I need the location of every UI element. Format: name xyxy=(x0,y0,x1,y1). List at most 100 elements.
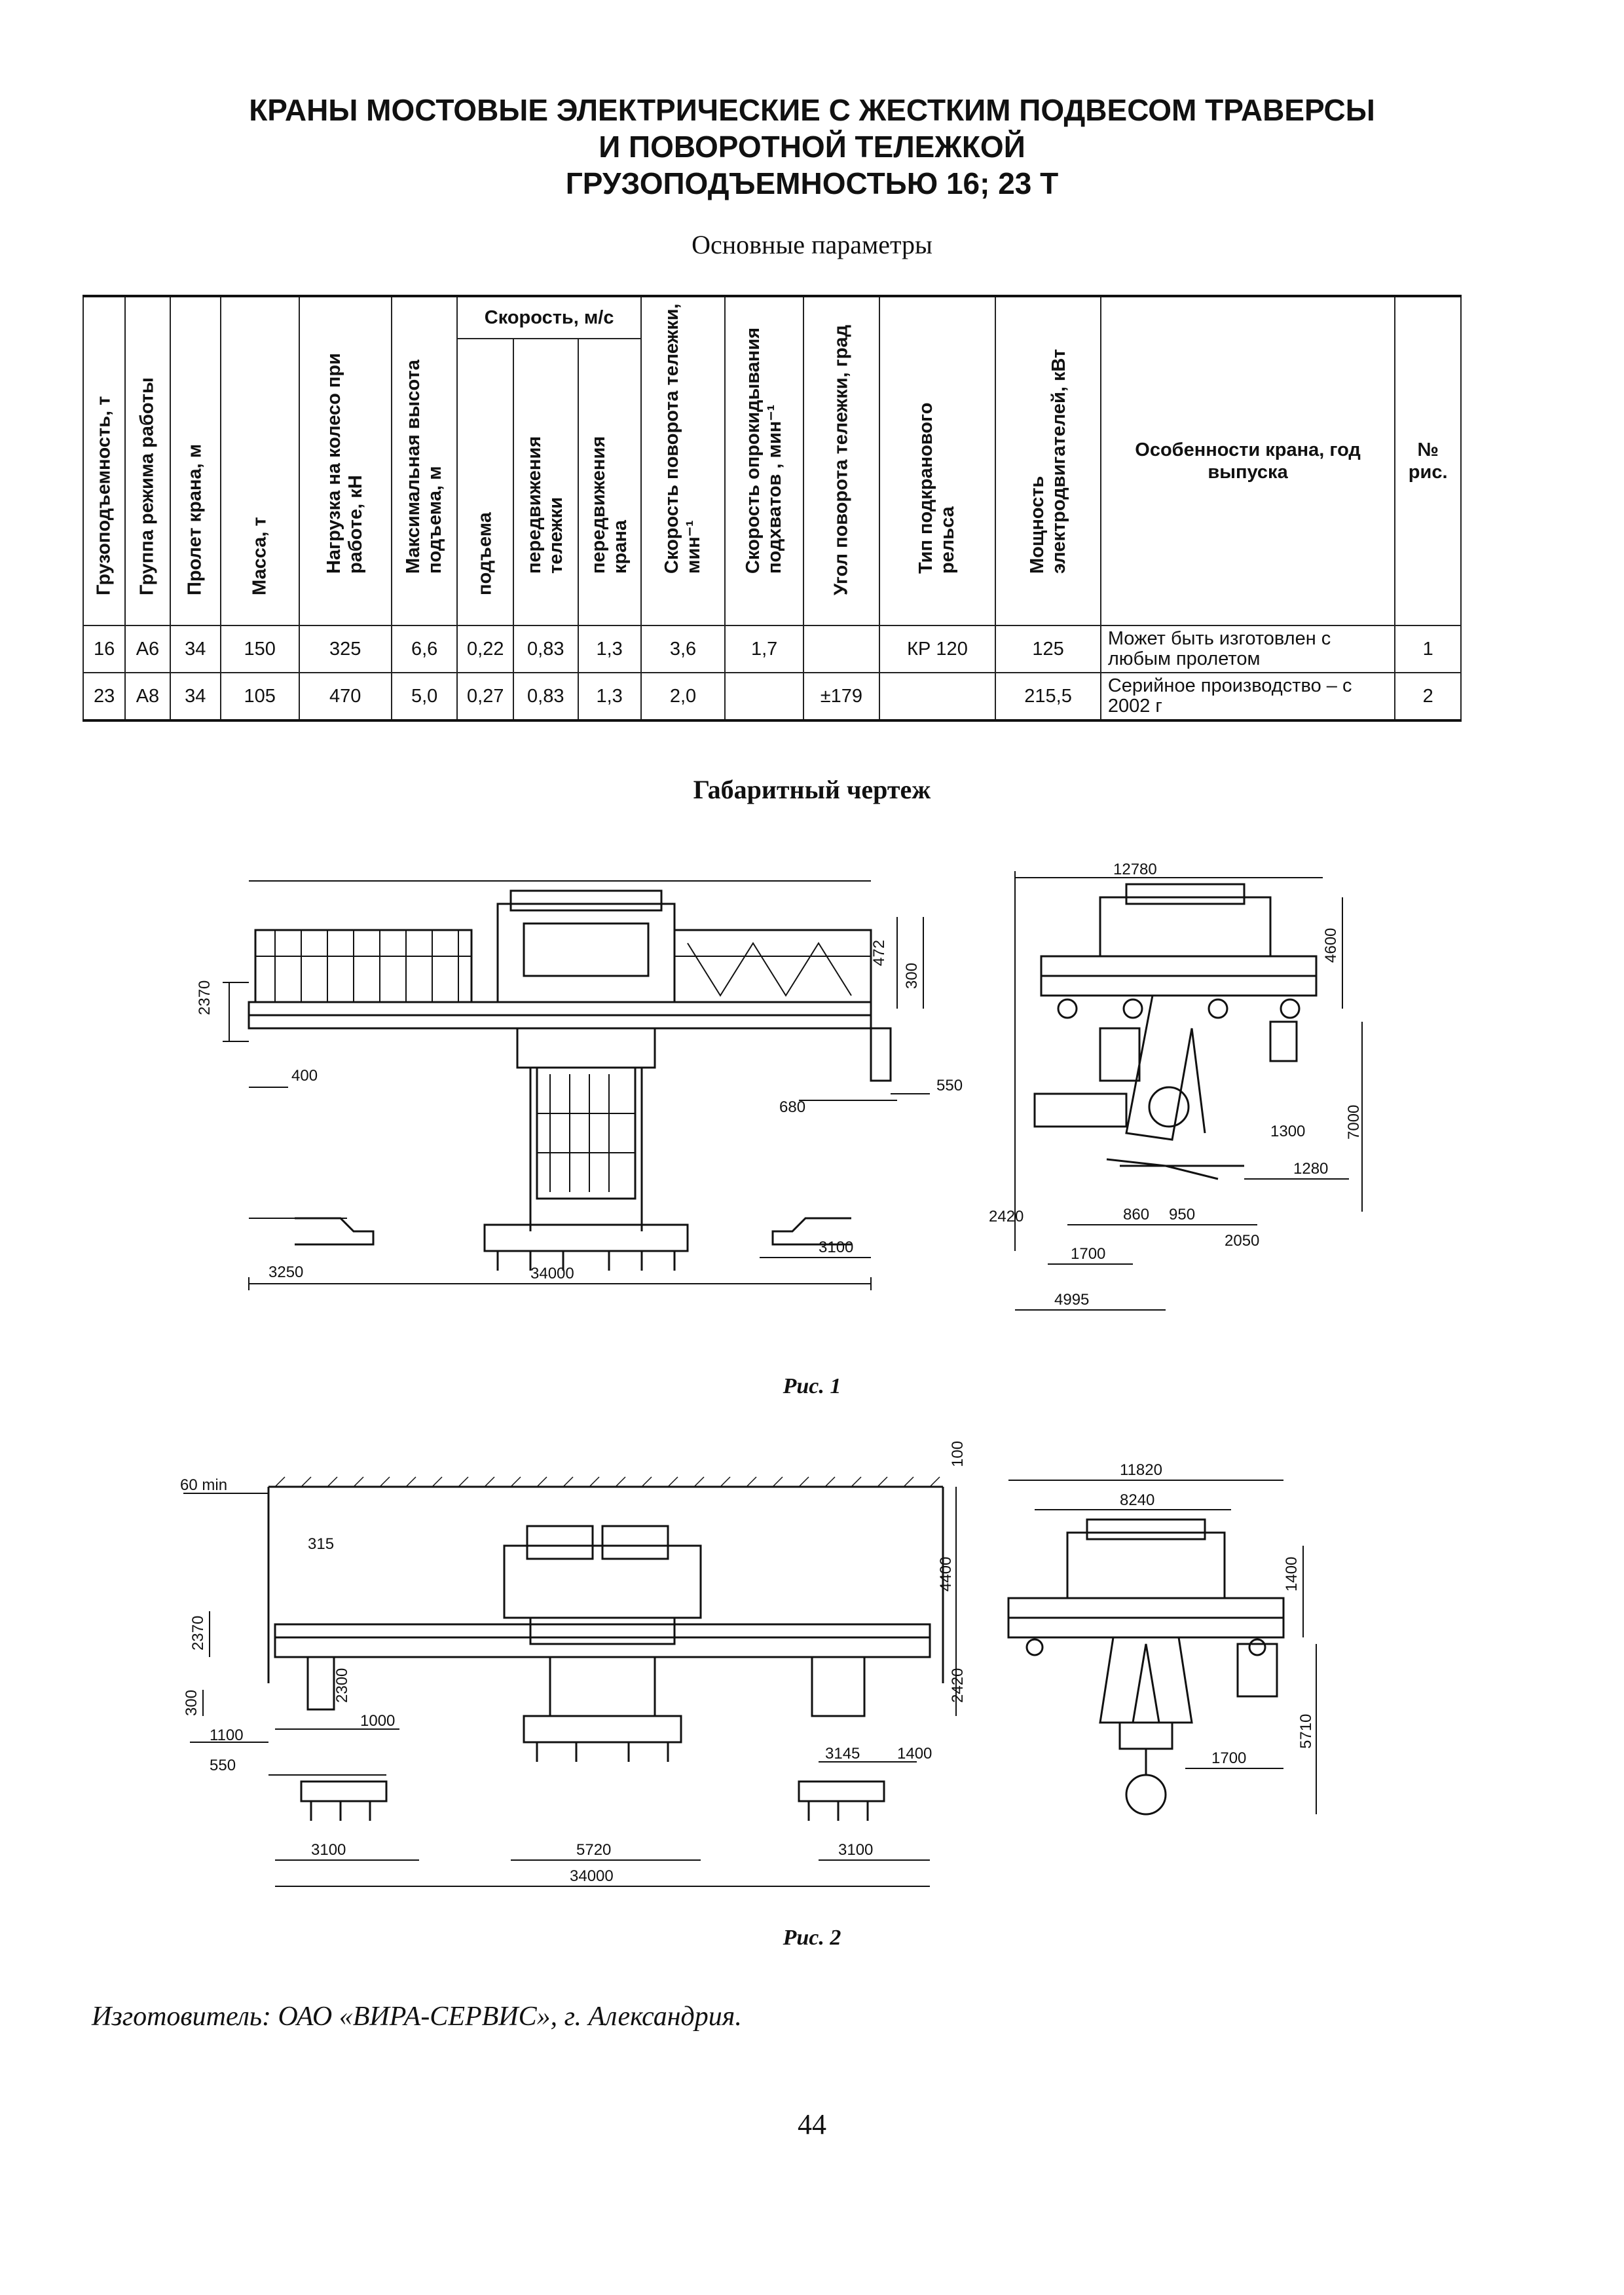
header-lift-height: Максимальная высота подъема, м xyxy=(403,360,446,574)
cell: 5,0 xyxy=(390,672,458,721)
manufacturer-note: Изготовитель: ОАО «ВИРА-СЕРВИС», г. Алек… xyxy=(92,2002,742,2032)
dim-3145: 3145 xyxy=(825,1745,860,1763)
table-row: 16 А6 34 150 325 6,6 0,22 0,83 1,3 3,6 1… xyxy=(82,625,1462,673)
dim-950: 950 xyxy=(1169,1206,1195,1223)
dim-7000: 7000 xyxy=(1345,1105,1363,1140)
parameters-table: Грузоподъемность, т Группа режима работы… xyxy=(82,295,1462,722)
cell: 0,22 xyxy=(456,625,515,673)
dim-1000: 1000 xyxy=(360,1712,395,1730)
header-speed-lift: подъема xyxy=(474,512,496,595)
dim-12780: 12780 xyxy=(1113,861,1157,878)
cell: 16 xyxy=(82,625,126,673)
cell: 150 xyxy=(219,625,300,673)
cell: 3,6 xyxy=(640,625,726,673)
dim-100: 100 xyxy=(949,1441,967,1467)
header-speed-trolley: передвижения тележки xyxy=(524,436,567,574)
cell: 0,83 xyxy=(513,625,579,673)
cell: 1,3 xyxy=(577,672,642,721)
dim-4600: 4600 xyxy=(1322,928,1340,963)
dim-2370: 2370 xyxy=(196,980,213,1015)
dim-3100: 3100 xyxy=(819,1239,853,1256)
figure2-front-view: 60 min 315 2370 2300 300 1100 1000 550 3… xyxy=(180,1441,967,1887)
dim-2050: 2050 xyxy=(1225,1232,1259,1250)
dim-4995: 4995 xyxy=(1054,1291,1089,1309)
cell: 2 xyxy=(1394,672,1462,721)
dim-8240: 8240 xyxy=(1120,1491,1154,1509)
header-mass: Масса, т xyxy=(249,517,270,595)
table-title: Основные параметры xyxy=(692,230,932,259)
header-speed-crane: передвижения крана xyxy=(587,436,631,574)
dim-1400: 1400 xyxy=(897,1745,932,1763)
cell: ±179 xyxy=(803,672,880,721)
figure1-front-view: 2370 400 3250 34000 472 300 680 550 3100 xyxy=(196,880,963,1290)
dim-300: 300 xyxy=(903,963,921,989)
cell xyxy=(803,625,880,673)
title-line-3: ГРУЗОПОДЪЕМНОСТЬЮ 16; 23 Т xyxy=(565,166,1059,200)
dim-3100-left: 3100 xyxy=(311,1841,346,1859)
document-title: КРАНЫ МОСТОВЫЕ ЭЛЕКТРИЧЕСКИЕ С ЖЕСТКИМ П… xyxy=(0,92,1624,202)
dim-11820: 11820 xyxy=(1120,1461,1162,1479)
title-line-2: И ПОВОРОТНОЙ ТЕЛЕЖКОЙ xyxy=(599,130,1025,164)
header-rail-type: Тип подкранового рельса xyxy=(915,402,959,574)
dim-860: 860 xyxy=(1123,1206,1149,1223)
cell xyxy=(878,672,997,721)
cell: 34 xyxy=(169,672,221,721)
cell: 1,3 xyxy=(577,625,642,673)
header-rotation-angle: Угол поворота тележки, град xyxy=(830,324,852,595)
dim-60-min: 60 min xyxy=(180,1476,227,1494)
dim-4400: 4400 xyxy=(937,1557,955,1592)
dim-550: 550 xyxy=(936,1077,963,1094)
cell: А8 xyxy=(124,672,171,721)
cell: 23 xyxy=(82,672,126,721)
dim-1280: 1280 xyxy=(1293,1160,1328,1178)
header-capacity: Грузоподъемность, т xyxy=(93,396,115,595)
header-tilt-speed: Скорость опрокидывания подхватов , мин⁻¹ xyxy=(743,327,786,574)
cell: Может быть изготовлен с любым пролетом xyxy=(1099,625,1396,673)
cell: 0,27 xyxy=(456,672,515,721)
cell: 470 xyxy=(298,672,392,721)
dim-2370: 2370 xyxy=(189,1616,207,1651)
cell: 325 xyxy=(298,625,392,673)
cell: 34 xyxy=(169,625,221,673)
header-span: Пролет крана, м xyxy=(184,443,206,595)
cell: 1,7 xyxy=(724,625,805,673)
figure1-caption: Рис. 1 xyxy=(783,1374,841,1398)
dim-34000: 34000 xyxy=(570,1867,614,1885)
figure2-side-view: 11820 8240 1400 5710 1700 xyxy=(1007,1461,1317,1816)
figure1-side-view: 12780 4600 7000 1300 1280 2420 860 950 2… xyxy=(989,861,1363,1311)
cell: 105 xyxy=(219,672,300,721)
cell: 125 xyxy=(995,625,1101,673)
figure2-caption: Рис. 2 xyxy=(783,1926,841,1950)
cell: 6,6 xyxy=(390,625,458,673)
cell: А6 xyxy=(124,625,171,673)
cell: 2,0 xyxy=(640,672,726,721)
header-wheel-load: Нагрузка на колесо при работе, кН xyxy=(323,353,367,574)
dim-315: 315 xyxy=(308,1535,334,1553)
dim-1100: 1100 xyxy=(210,1726,244,1744)
cell: 0,83 xyxy=(513,672,579,721)
dim-5720: 5720 xyxy=(576,1841,611,1859)
dim-2420: 2420 xyxy=(949,1668,967,1703)
dim-550: 550 xyxy=(210,1757,236,1774)
cell: КР 120 xyxy=(878,625,997,673)
drawing-title: Габаритный чертеж xyxy=(693,775,931,804)
dim-1400: 1400 xyxy=(1283,1557,1301,1592)
dim-5710: 5710 xyxy=(1297,1714,1315,1749)
dim-472: 472 xyxy=(870,940,888,966)
dim-1700: 1700 xyxy=(1211,1749,1246,1767)
cell xyxy=(724,672,805,721)
header-trolley-rotation: Скорость поворота тележки, мин⁻¹ xyxy=(661,303,705,574)
dim-1700: 1700 xyxy=(1071,1245,1105,1263)
dim-2300: 2300 xyxy=(333,1668,351,1703)
header-duty-group: Группа режима работы xyxy=(136,377,158,595)
header-speed-group: Скорость, м/с xyxy=(456,295,642,339)
cell: Серийное производство – с 2002 г xyxy=(1099,672,1396,721)
header-features: Особенности крана, год выпуска xyxy=(1099,295,1396,626)
dim-34000: 34000 xyxy=(530,1265,574,1282)
cell: 215,5 xyxy=(995,672,1101,721)
header-power: Мощность электродвигателей, кВт xyxy=(1026,348,1069,574)
page-number: 44 xyxy=(798,2108,826,2140)
dim-300: 300 xyxy=(183,1690,200,1716)
dim-2420: 2420 xyxy=(989,1208,1024,1225)
dim-680: 680 xyxy=(779,1098,805,1116)
